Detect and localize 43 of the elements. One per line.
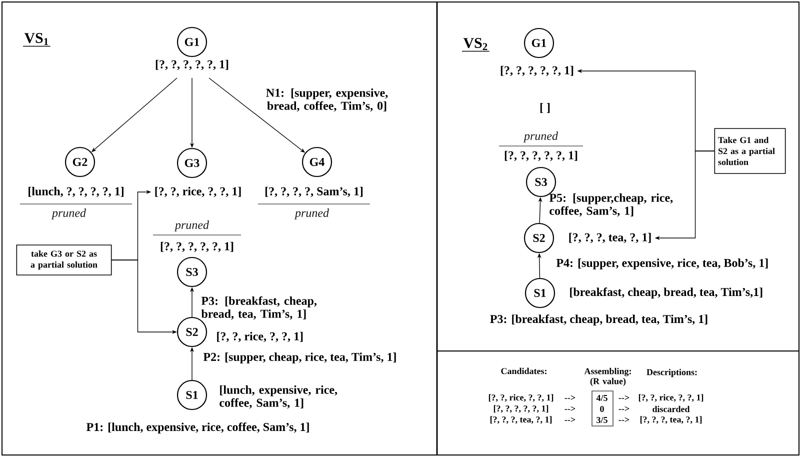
description-text: [?, ?, rice, ?, ?, 1] bbox=[638, 394, 704, 402]
arrow-text: --> bbox=[564, 406, 576, 411]
hypothesis-label: [?, ?, ?, ?, ?, 1] bbox=[500, 66, 574, 76]
candidate-text: [?, ?, ?, tea, ?, 1] bbox=[490, 416, 552, 424]
pruned-label: pruned bbox=[523, 132, 558, 142]
hypothesis-label: [lunch, ?, ?, ?, ?, 1] bbox=[28, 186, 124, 198]
edge-label: P2: [supper, cheap, rice, tea, Tim’s, 1] bbox=[203, 352, 396, 364]
hypothesis-label: [?, ?, ?, ?, ?, 1] bbox=[156, 60, 228, 70]
hypothesis-label: [breakfast, cheap, bread, tea, Tim’s,1] bbox=[570, 287, 762, 298]
edge-label: N1: [supper, expensive, bread, coffee, Tim’s, 0] bbox=[266, 88, 388, 112]
hypothesis-label: [?, ?, rice, ?, ?, 1] bbox=[155, 186, 241, 198]
hypothesis-label: [lunch, expensive, rice, coffee, Sam’s, 1] bbox=[220, 385, 338, 409]
pruned-label: pruned bbox=[174, 220, 210, 232]
arrow-text: --> bbox=[618, 406, 630, 411]
column-header: Descriptions: bbox=[646, 368, 697, 378]
column-header: Candidates: bbox=[501, 368, 546, 374]
arrow-text: --> bbox=[564, 395, 576, 400]
pruned-label: pruned bbox=[294, 208, 330, 220]
hypothesis-label: [?, ?, ?, ?, ?, 1] bbox=[504, 150, 578, 162]
column-header: Assembling: (R value) bbox=[584, 368, 631, 386]
hypothesis-label: [?, ?, ?, tea, ?, 1] bbox=[569, 232, 651, 244]
candidate-text: [?, ?, ?, ?, ?, 1] bbox=[494, 405, 548, 413]
note-box: take G3 or S2 as a partial solution bbox=[16, 244, 112, 276]
hypothesis-label: [?, ?, ?, ?, Sam’s, 1] bbox=[265, 186, 363, 198]
hypothesis-label: [?, ?, ?, ?, ?, 1] bbox=[160, 242, 234, 252]
panel-title: VS$_{1}$ bbox=[22, 32, 51, 47]
empty-set-label: [ ] bbox=[540, 103, 550, 113]
edge-label: P4: [supper, expensive, rice, tea, Bob’s, 1] bbox=[556, 258, 768, 270]
panel-title: VS$_{2}$ bbox=[462, 38, 490, 52]
pruned-label: pruned bbox=[51, 208, 86, 220]
r-value: 0 bbox=[600, 406, 604, 412]
arrow-text: --> bbox=[618, 395, 630, 400]
hypothesis-label: [?, ?, rice, ?, ?, 1] bbox=[217, 332, 303, 342]
example-label: P3: [breakfast, cheap, bread, tea, Tim’s, 1] bbox=[490, 314, 708, 326]
description-text: discarded bbox=[652, 406, 690, 412]
r-value: 3/5 bbox=[596, 416, 608, 424]
description-text: [?, ?, ?, tea, ?, 1] bbox=[640, 416, 702, 424]
note-box: Take G1 and S2 as a partial solution bbox=[714, 128, 786, 174]
candidate-text: [?, ?, rice, ?, ?, 1] bbox=[488, 394, 554, 402]
r-value: 4/5 bbox=[596, 394, 608, 401]
arrow-text: --> bbox=[618, 417, 630, 422]
arrow-text: --> bbox=[564, 417, 576, 422]
example-label: P1: [lunch, expensive, rice, coffee, Sam’s, 1] bbox=[86, 422, 309, 434]
